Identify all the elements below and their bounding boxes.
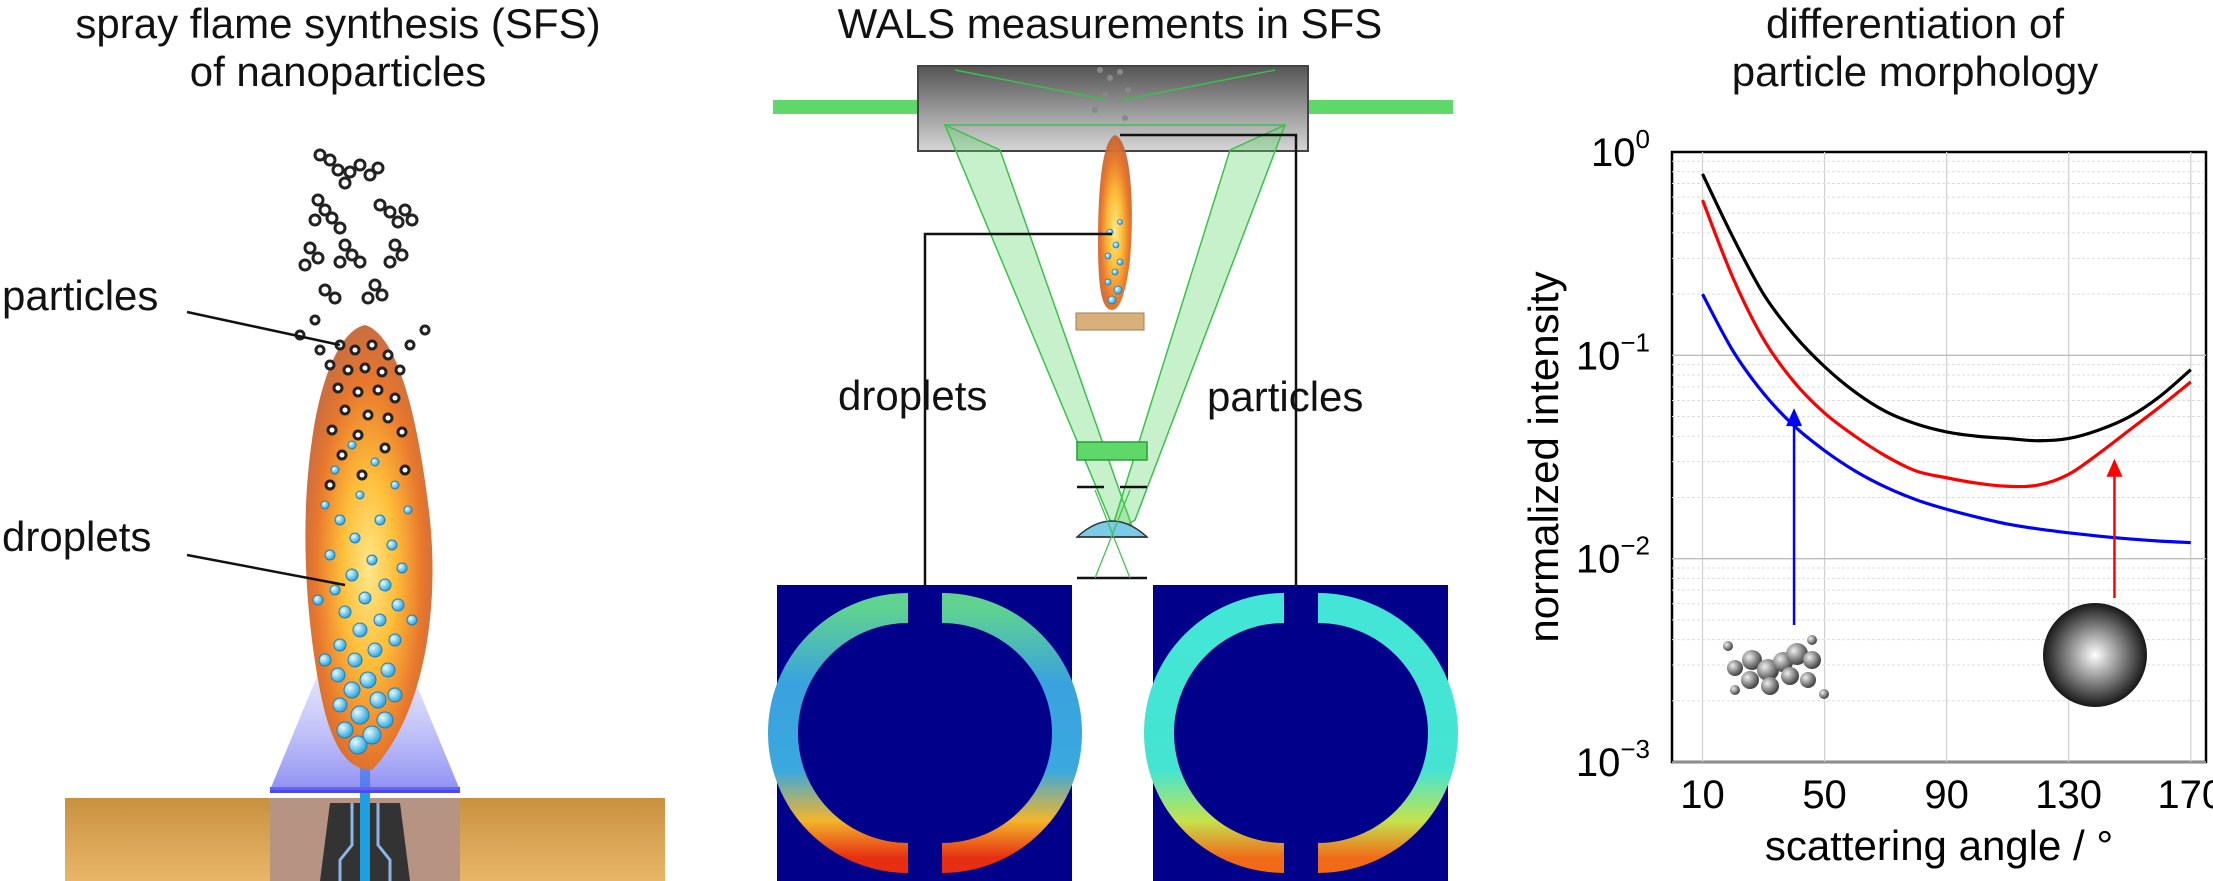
y-tick-label: 10−3 xyxy=(1576,734,1650,785)
y-tick-label: 10−2 xyxy=(1576,531,1650,582)
x-tick-label: 50 xyxy=(1802,773,1847,817)
annotation-arrowhead-1 xyxy=(2106,458,2123,477)
series-line-1 xyxy=(1701,199,2192,489)
annotation-arrowhead-0 xyxy=(1786,408,1803,427)
y-axis-label: normalized intensity xyxy=(1520,271,1567,642)
right-title-line-2: particle morphology xyxy=(1731,48,2099,95)
left-label-particles: particles xyxy=(2,272,159,319)
agglomerate-icon xyxy=(1723,635,1829,699)
x-tick-label: 170 xyxy=(2157,773,2213,817)
middle-label-droplets: droplets xyxy=(838,372,988,419)
chart-series xyxy=(1701,173,2192,545)
left-title-line-2: of nanoparticles xyxy=(189,48,487,95)
left-label-droplets: droplets xyxy=(2,513,152,560)
x-axis-label: scattering angle / ° xyxy=(1765,822,2113,869)
left-panel-title: spray flame synthesis (SFS) of nanoparti… xyxy=(0,0,676,96)
sphere-icon xyxy=(2043,603,2147,707)
series-line-2 xyxy=(1701,293,2191,545)
x-tick-labels: 10 50 90 130 170 xyxy=(1680,773,2213,817)
y-tick-label: 10−1 xyxy=(1576,327,1650,378)
x-tick-label: 130 xyxy=(2035,773,2102,817)
middle-label-particles: particles xyxy=(1207,373,1364,420)
y-tick-label: 100 xyxy=(1591,124,1650,175)
y-tick-labels: 100 10−1 10−2 10−3 xyxy=(1576,124,1650,785)
x-tick-label: 90 xyxy=(1924,773,1969,817)
left-title-line-1: spray flame synthesis (SFS) xyxy=(75,0,601,47)
right-panel-title: differentiation of particle morphology xyxy=(1620,0,2210,96)
chart-annotations xyxy=(1786,408,2123,625)
series-line-0 xyxy=(1701,173,2192,443)
right-title-line-1: differentiation of xyxy=(1765,0,2065,47)
middle-panel-title: WALS measurements in SFS xyxy=(837,0,1383,47)
x-tick-label: 10 xyxy=(1680,773,1725,817)
